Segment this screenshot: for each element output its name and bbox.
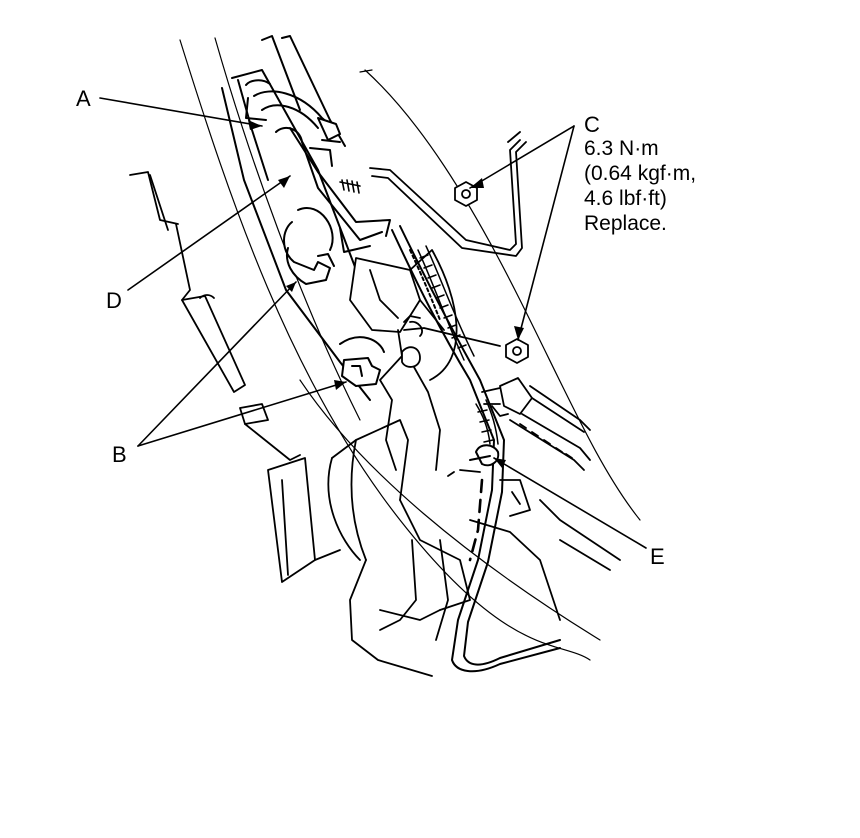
leader-d <box>128 176 290 290</box>
pillar-trim <box>130 172 340 582</box>
clip-e <box>470 445 498 465</box>
torque-spec: 6.3 N·m (0.64 kgf·m, 4.6 lbf·ft) Replace… <box>584 136 696 236</box>
leader-e <box>494 458 646 548</box>
stud-upper <box>340 180 360 193</box>
replace-note: Replace. <box>584 212 667 235</box>
torque-kgf: (0.64 kgf·m, <box>584 162 697 185</box>
label-b: B <box>112 442 127 467</box>
leader-lines <box>100 98 646 548</box>
harness-upper <box>246 91 340 140</box>
label-e: E <box>650 544 665 569</box>
leader-b-upper <box>138 282 296 446</box>
leader-b-lower <box>138 382 346 446</box>
leader-c-lower <box>518 126 574 340</box>
connector-right <box>482 378 590 470</box>
cable-clamp <box>402 316 500 367</box>
label-d: D <box>106 288 122 313</box>
arrowheads <box>248 120 524 468</box>
corrugated-tube <box>418 246 498 444</box>
main-rail <box>222 36 398 400</box>
bracket-d <box>276 128 390 252</box>
clip-b-lower <box>340 337 384 386</box>
lower-housing <box>328 420 620 676</box>
harness-cable <box>392 226 560 671</box>
label-a: A <box>76 86 91 111</box>
label-c: C <box>584 112 600 137</box>
body-panel-lines <box>180 38 640 660</box>
torque-value: 6.3 N·m <box>584 137 659 160</box>
nut-lower <box>506 339 528 363</box>
pipe-right <box>370 132 526 256</box>
leader-c-upper <box>470 126 574 188</box>
leader-a <box>100 98 262 126</box>
torque-lbf: 4.6 lbf·ft) <box>584 187 667 210</box>
clip-b-upper <box>284 208 334 284</box>
